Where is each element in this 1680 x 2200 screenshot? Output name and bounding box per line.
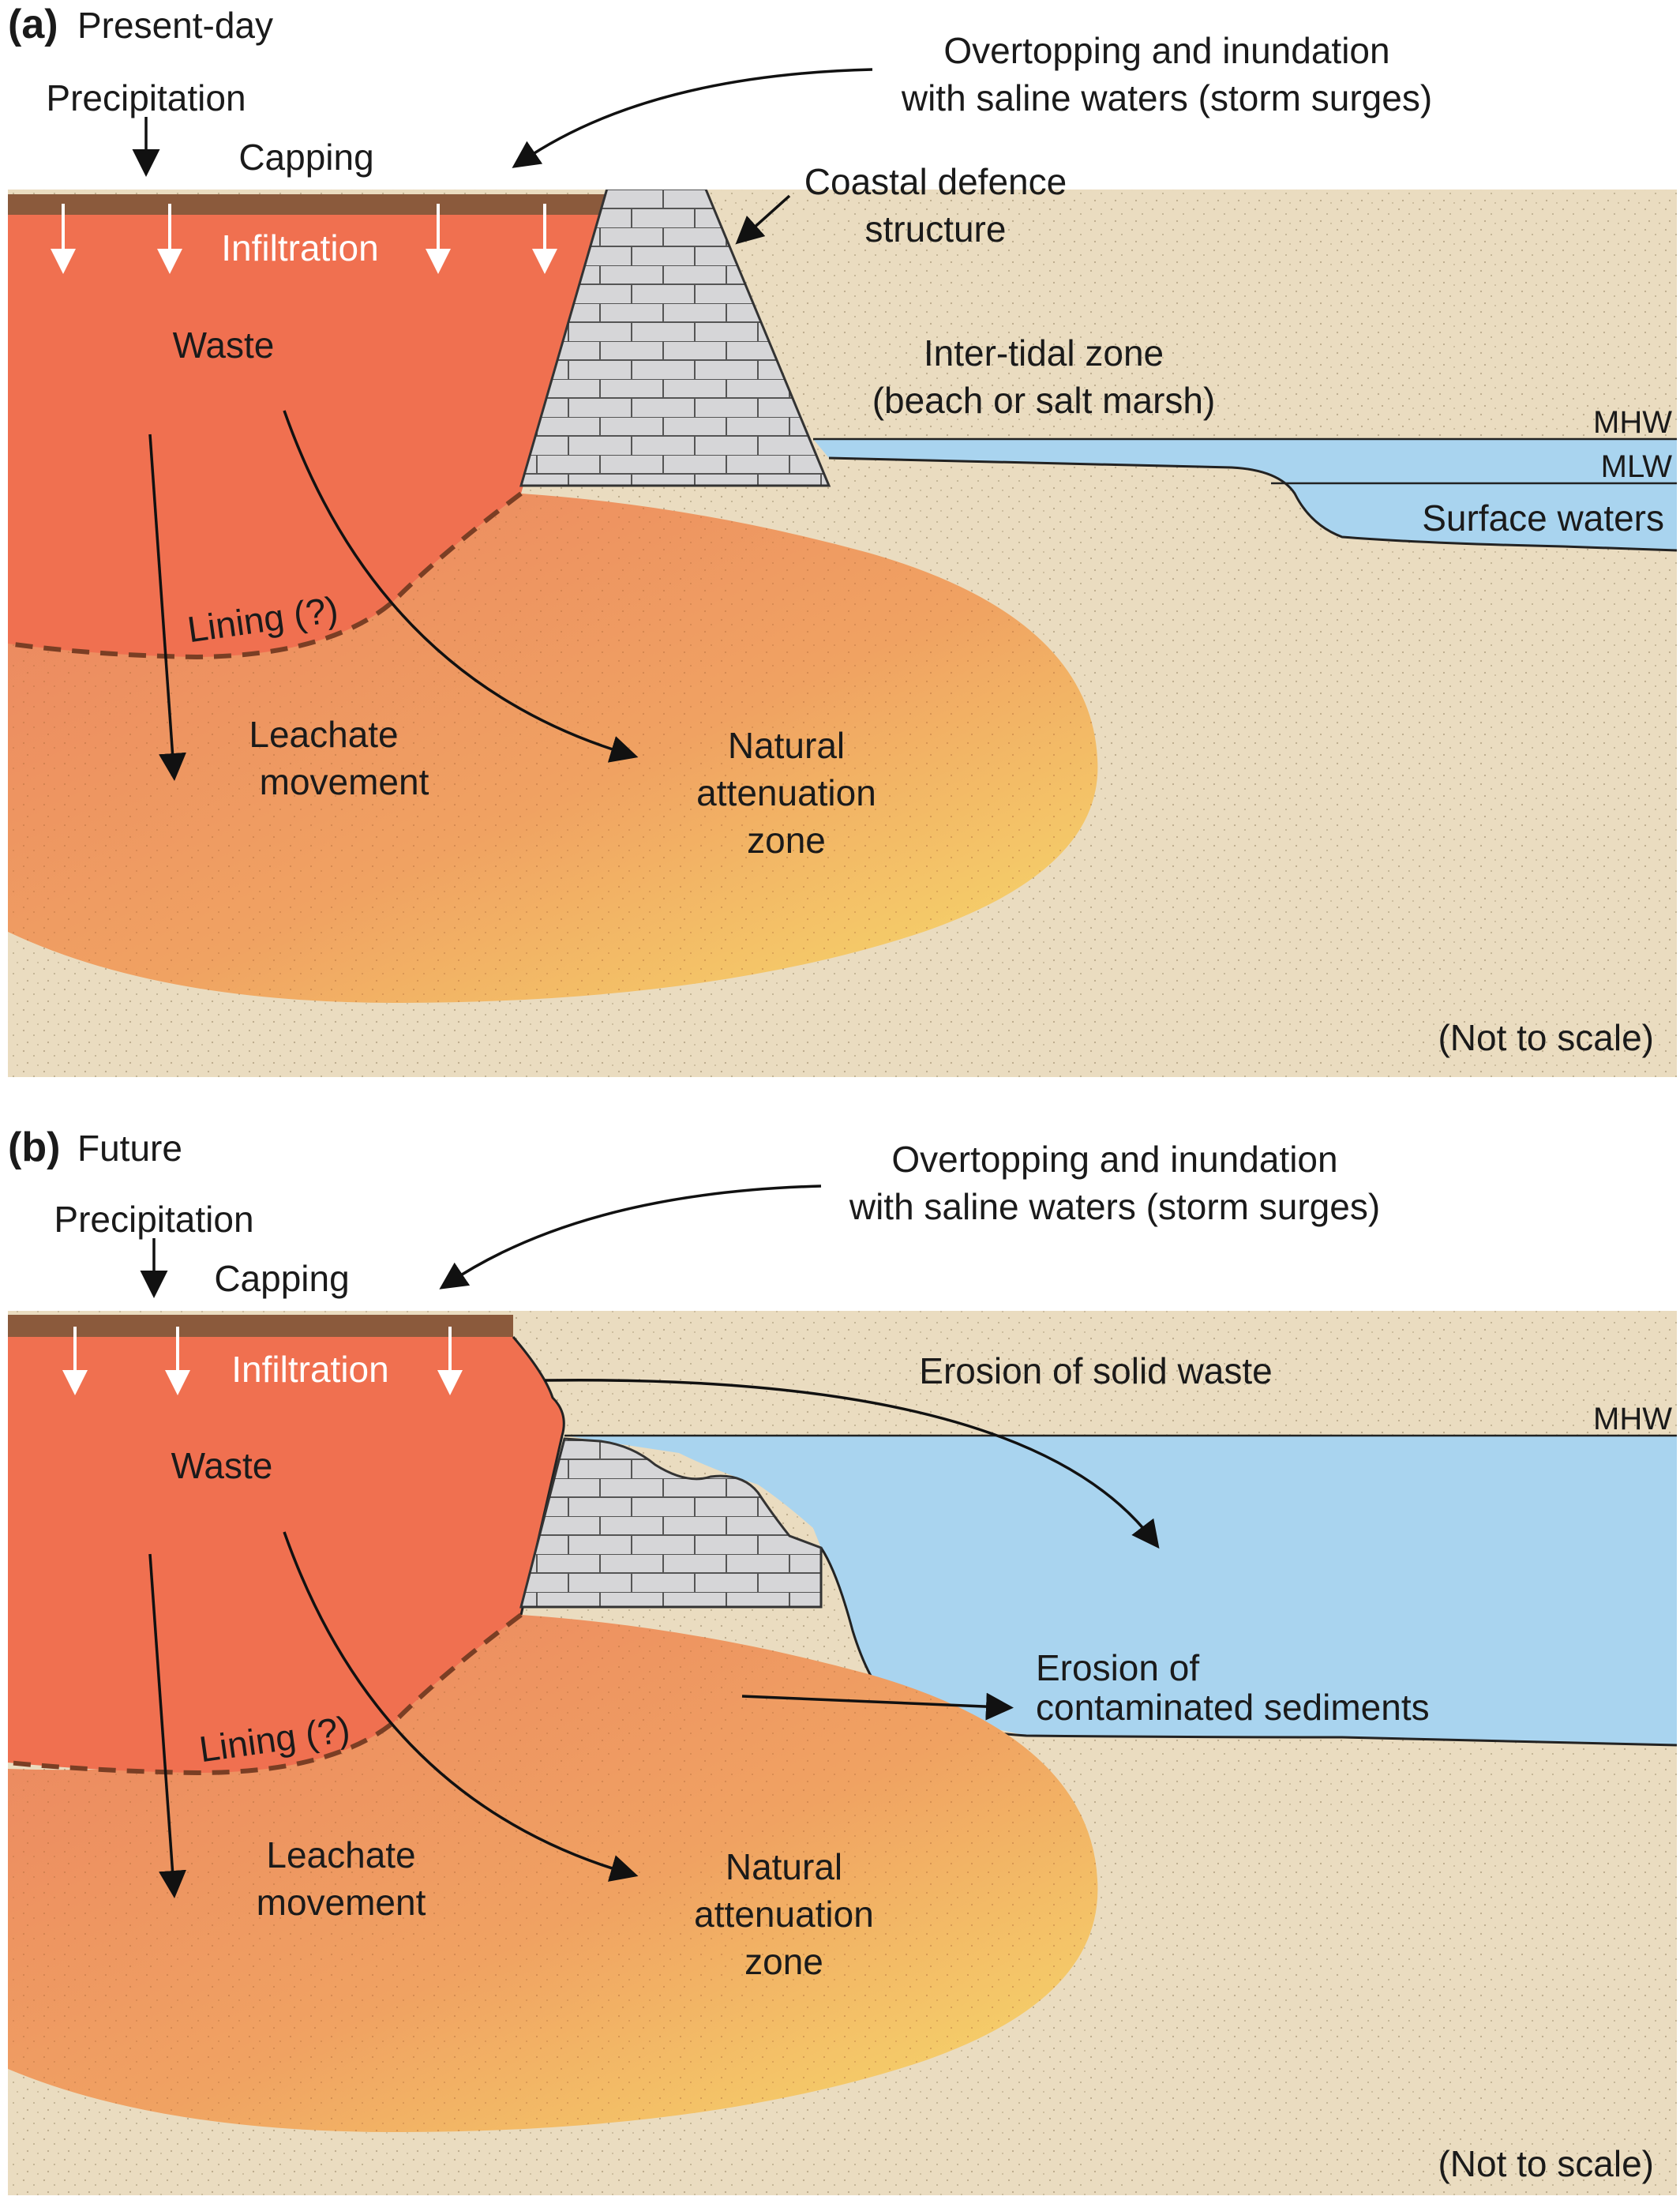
surface-water	[813, 439, 1677, 550]
overtopping-label-2: with saline waters (storm surges)	[901, 77, 1432, 118]
precipitation-label: Precipitation	[54, 1199, 253, 1240]
erosion-waste-label: Erosion of solid waste	[919, 1350, 1272, 1391]
capping-layer	[8, 1315, 513, 1337]
panel-b: (b) Future Precipitation Capping Infiltr…	[8, 1124, 1677, 2195]
tide-lines	[813, 437, 1677, 485]
infiltration-arrows	[62, 1327, 463, 1395]
lining-line	[8, 491, 523, 660]
overtopping-label-1: Overtopping and inundation	[891, 1139, 1337, 1180]
attenuation-arrow	[283, 410, 639, 763]
natural-attenuation-plume	[8, 494, 1098, 1003]
panel-a-cross-section	[8, 190, 1677, 1077]
damaged-defence-structure	[519, 1437, 823, 1609]
attenuation-label-1: Natural	[728, 725, 845, 766]
defence-pointer-arrow	[735, 194, 791, 245]
attenuation-label-2: attenuation	[696, 772, 876, 813]
leachate-arrow	[148, 1553, 186, 1898]
infiltration-arrows	[51, 204, 557, 274]
mlw-label: MLW	[1601, 449, 1673, 484]
overtopping-label-1: Overtopping and inundation	[943, 30, 1389, 71]
panel-letter: (b)	[8, 1124, 60, 1170]
leachate-label-2: movement	[257, 1882, 426, 1923]
overtopping-arrow	[439, 1184, 822, 1290]
panel-letter: (a)	[8, 2, 58, 47]
natural-attenuation-plume	[8, 1615, 1098, 2132]
intertidal-label-2: (beach or salt marsh)	[872, 380, 1216, 421]
seabed-line	[828, 456, 1677, 552]
erosion-waste-arrow	[544, 1378, 1160, 1549]
leachate-arrow	[148, 434, 186, 781]
lining-line	[8, 1612, 523, 1776]
eroded-waste-edge	[512, 1336, 565, 1616]
infiltration-label: Infiltration	[221, 227, 378, 268]
defence-label-2: structure	[865, 208, 1007, 250]
capping-layer	[8, 194, 608, 215]
attenuation-label-1: Natural	[726, 1846, 842, 1887]
overtopping-arrow	[512, 68, 873, 168]
leachate-label-1: Leachate	[266, 1834, 415, 1875]
not-to-scale-label: (Not to scale)	[1438, 2143, 1654, 2184]
capping-label: Capping	[214, 1258, 349, 1299]
overtopping-label-2: with saline waters (storm surges)	[849, 1186, 1380, 1227]
panel-a: (a) Present-day Precipitation Capping In…	[8, 2, 1677, 1077]
capping-label: Capping	[238, 137, 373, 178]
intertidal-label-1: Inter-tidal zone	[924, 332, 1164, 374]
panel-title: Future	[77, 1128, 182, 1169]
flooded-water	[564, 1436, 1677, 1745]
surface-waters-label: Surface waters	[1422, 497, 1664, 539]
waste-label: Waste	[171, 1445, 273, 1486]
coastal-defence-structure	[519, 190, 831, 487]
erosion-sediment-arrow	[741, 1692, 1014, 1721]
attenuation-label-3: zone	[744, 1941, 823, 1982]
infiltration-label: Infiltration	[231, 1349, 388, 1390]
panel-title: Present-day	[77, 5, 273, 46]
leachate-label-1: Leachate	[249, 714, 398, 755]
precipitation-label: Precipitation	[46, 77, 246, 118]
attenuation-label-3: zone	[747, 820, 826, 861]
erosion-sediment-label-1: Erosion of	[1036, 1647, 1199, 1688]
mhw-label: MHW	[1593, 1402, 1672, 1436]
defence-label-1: Coastal defence	[804, 161, 1067, 202]
not-to-scale-label: (Not to scale)	[1438, 1017, 1654, 1058]
mhw-label: MHW	[1593, 405, 1672, 440]
attenuation-label-2: attenuation	[694, 1894, 874, 1935]
waste-body	[8, 1337, 564, 1773]
erosion-sediment-label-2: contaminated sediments	[1036, 1687, 1430, 1728]
panel-b-cross-section	[8, 1311, 1677, 2195]
waste-label: Waste	[173, 325, 275, 366]
leachate-label-2: movement	[260, 761, 429, 802]
attenuation-arrow	[283, 1531, 639, 1882]
